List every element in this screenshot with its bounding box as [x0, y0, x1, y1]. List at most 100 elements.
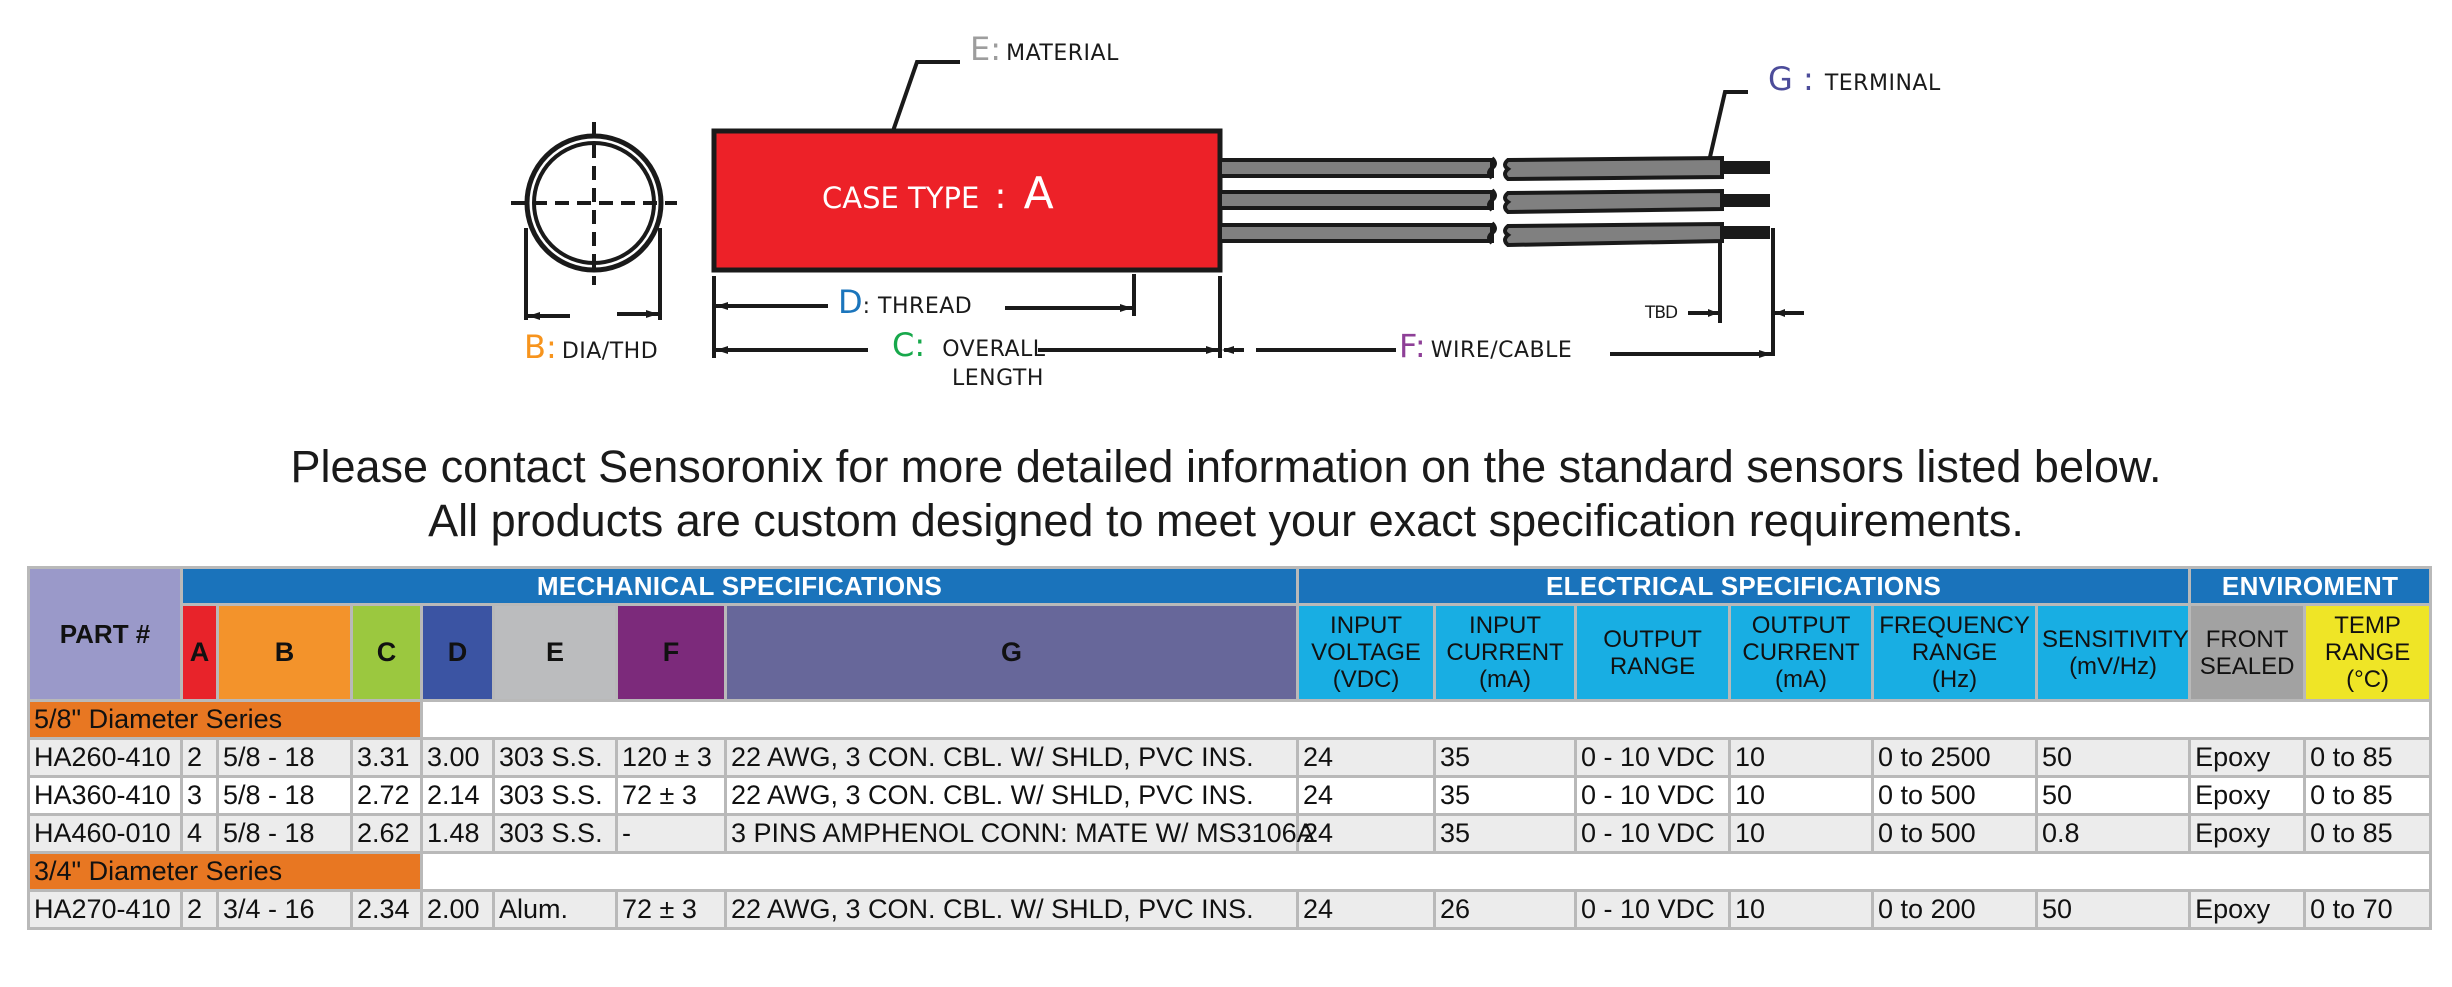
cell-frequency-range: 0 to 500: [1871, 813, 2039, 854]
end-view-circle: [511, 122, 677, 320]
cell-input-voltage: 24: [1296, 737, 1437, 778]
cell-material: 303 S.S.: [492, 775, 618, 816]
cell-sensitivity: 50: [2035, 775, 2192, 816]
cell-input-voltage: 24: [1296, 889, 1437, 930]
wire: [1218, 188, 1770, 215]
header-text-line1: INPUT: [1469, 612, 1542, 639]
cell-dia-thd: 5/8 - 18: [216, 813, 353, 854]
cell-output-current: 10: [1728, 813, 1875, 854]
cell-input-voltage: 24: [1296, 775, 1437, 816]
cell-thread: 2.14: [420, 775, 495, 816]
header-mechanical: MECHANICAL SPECIFICATIONS: [179, 566, 1300, 606]
cell-overall-length: 3.31: [350, 737, 423, 778]
cell-wire-cable: 72 ± 3: [615, 889, 727, 930]
label-c-text: OVERALL: [942, 337, 1046, 362]
label-f-wire-cable: F: WIRE/CABLE: [1399, 327, 1572, 365]
label-e-letter: E:: [970, 30, 1001, 68]
cell-sensitivity: 50: [2035, 889, 2192, 930]
cell-wire-cable: -: [615, 813, 727, 854]
cell-thread: 1.48: [420, 813, 495, 854]
cell-output-current: 10: [1728, 889, 1875, 930]
cell-case-type: 4: [180, 813, 219, 854]
series-row-spacer: [419, 851, 2433, 892]
wire: [1218, 221, 1770, 248]
cell-input-current: 26: [1433, 889, 1578, 930]
label-c-letter: C:: [892, 326, 926, 364]
cell-input-current: 35: [1433, 737, 1578, 778]
cell-wire-cable: 72 ± 3: [615, 775, 727, 816]
cell-output-range: 0 - 10 VDC: [1574, 889, 1732, 930]
wires: [1218, 155, 1770, 248]
cell-overall-length: 2.34: [350, 889, 423, 930]
cell-terminal: 22 AWG, 3 CON. CBL. W/ SHLD, PVC INS.: [723, 737, 1300, 778]
label-b-text: DIA/THD: [561, 339, 659, 364]
cell-frequency-range: 0 to 500: [1871, 775, 2039, 816]
cell-output-range: 0 - 10 VDC: [1574, 775, 1732, 816]
series-row-spacer: [419, 699, 2433, 740]
cell-part-number: HA360-410: [27, 775, 183, 816]
case-type-text: CASE TYPE: [822, 181, 980, 215]
cell-front-sealed: Epoxy: [2188, 737, 2307, 778]
cell-part-number: HA460-010: [27, 813, 183, 854]
label-d-text: : THREAD: [862, 294, 973, 319]
label-e-material: E: MATERIAL: [970, 30, 1119, 68]
label-e-text: MATERIAL: [1006, 41, 1119, 66]
cell-front-sealed: Epoxy: [2188, 775, 2307, 816]
elec-header-sensitivity-mv-hz: SENSITIVITY(mV/Hz): [2035, 603, 2192, 702]
cell-temp-range: 0 to 85: [2303, 775, 2433, 816]
cell-temp-range: 0 to 85: [2303, 813, 2433, 854]
label-f-text: WIRE/CABLE: [1430, 338, 1573, 363]
label-tbd: TBD: [1645, 303, 1678, 323]
header-text-line1: INPUT: [1330, 612, 1403, 639]
cell-overall-length: 2.62: [350, 813, 423, 854]
cell-output-range: 0 - 10 VDC: [1574, 737, 1732, 778]
column-header-a: A: [180, 603, 219, 702]
cell-front-sealed: Epoxy: [2188, 813, 2307, 854]
header-text-line1: OUTPUT: [1751, 612, 1851, 639]
cell-terminal: 3 PINS AMPHENOL CONN: MATE W/ MS3106A: [723, 813, 1315, 854]
label-f-letter: F:: [1399, 327, 1426, 365]
cell-material: 303 S.S.: [492, 813, 618, 854]
label-g-letter: G :: [1768, 60, 1814, 98]
cell-material: 303 S.S.: [492, 737, 618, 778]
column-header-b: B: [216, 603, 353, 702]
cell-input-voltage: 24: [1296, 813, 1437, 854]
series-label: 3/4" Diameter Series: [27, 851, 423, 892]
header-electrical: ELECTRICAL SPECIFICATIONS: [1296, 566, 2192, 606]
cell-thread: 3.00: [420, 737, 495, 778]
header-text-line1: FRONT: [2205, 625, 2289, 653]
column-header-e: E: [492, 603, 618, 702]
cell-output-current: 10: [1728, 775, 1875, 816]
cell-part-number: HA260-410: [27, 737, 183, 778]
sensor-dimension-diagram: [511, 60, 1804, 358]
header-text-line2: RANGE: [2324, 639, 2411, 666]
cell-frequency-range: 0 to 200: [1871, 889, 2039, 930]
sensor-spec-table: PART # MECHANICAL SPECIFICATIONS ELECTRI…: [27, 566, 2433, 930]
heading-line-1: Please contact Sensoronix for more detai…: [290, 441, 2162, 492]
header-text-line3: (°C): [2346, 666, 2390, 693]
header-text-line2: CURRENT: [1446, 639, 1564, 666]
header-text-line2: VOLTAGE: [1311, 639, 1421, 666]
cell-front-sealed: Epoxy: [2188, 889, 2307, 930]
header-text-line3: (mA): [1775, 666, 1828, 693]
cell-temp-range: 0 to 85: [2303, 737, 2433, 778]
label-b-dia-thd: B: DIA/THD: [524, 328, 658, 366]
contact-heading: Please contact Sensoronix for more detai…: [0, 440, 2452, 548]
label-c-overall-length: C: OVERALL: [892, 326, 1046, 364]
header-text-line1: FREQUENCY: [1879, 612, 2030, 639]
header-text-line2: RANGE: [1609, 652, 1696, 680]
header-text-line3: (mA): [1479, 666, 1532, 693]
header-part-number: PART #: [27, 566, 183, 702]
cell-temp-range: 0 to 70: [2303, 889, 2433, 930]
label-b-letter: B:: [524, 328, 557, 366]
column-header-d: D: [420, 603, 495, 702]
header-text-line1: OUTPUT: [1603, 625, 1702, 653]
tbd-text: TBD: [1645, 303, 1678, 323]
header-environment: ENVIROMENT: [2188, 566, 2433, 606]
